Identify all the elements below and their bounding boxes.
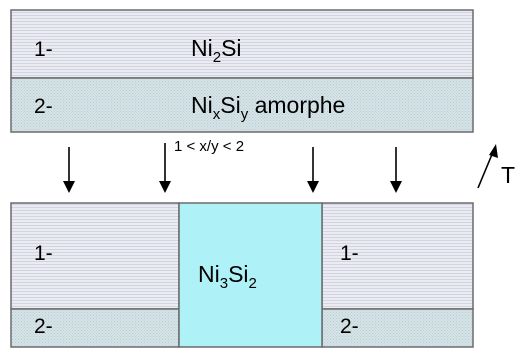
bottom-right-layer1-number: 1- xyxy=(340,242,359,265)
down-arrow-1 xyxy=(63,147,75,193)
top-layer2-formula: NixSiy amorphe xyxy=(191,92,345,123)
transition-arrows xyxy=(63,143,402,193)
temperature-label: T xyxy=(501,162,515,188)
top-layer2 xyxy=(10,77,474,133)
temperature-arrow: T xyxy=(477,144,515,189)
temperature-arrow-line xyxy=(477,151,494,189)
top-block: 1- Ni2Si 2- NixSiy amorphe xyxy=(10,9,474,133)
top-layer1-formula: Ni2Si xyxy=(191,35,242,66)
down-arrow-3 xyxy=(307,147,319,193)
down-arrow-2 xyxy=(159,143,171,193)
bottom-center-phase xyxy=(178,202,323,348)
top-layer1-number: 1- xyxy=(34,38,53,61)
bottom-left-layer2 xyxy=(10,308,180,348)
down-arrow-4 xyxy=(390,147,402,193)
bottom-left-layer2-number: 2- xyxy=(34,315,53,338)
bottom-left-layer1-number: 1- xyxy=(34,242,53,265)
temperature-arrow-head xyxy=(489,144,498,158)
center-phase-formula: Ni3Si2 xyxy=(198,261,257,292)
top-layer1 xyxy=(10,9,474,79)
condition-label: 1 < x/y < 2 xyxy=(174,138,244,155)
bottom-block: 1- 2- 1- 2- Ni3Si2 xyxy=(10,202,474,348)
bottom-right-layer2-number: 2- xyxy=(340,315,359,338)
top-layer2-number: 2- xyxy=(34,95,53,118)
